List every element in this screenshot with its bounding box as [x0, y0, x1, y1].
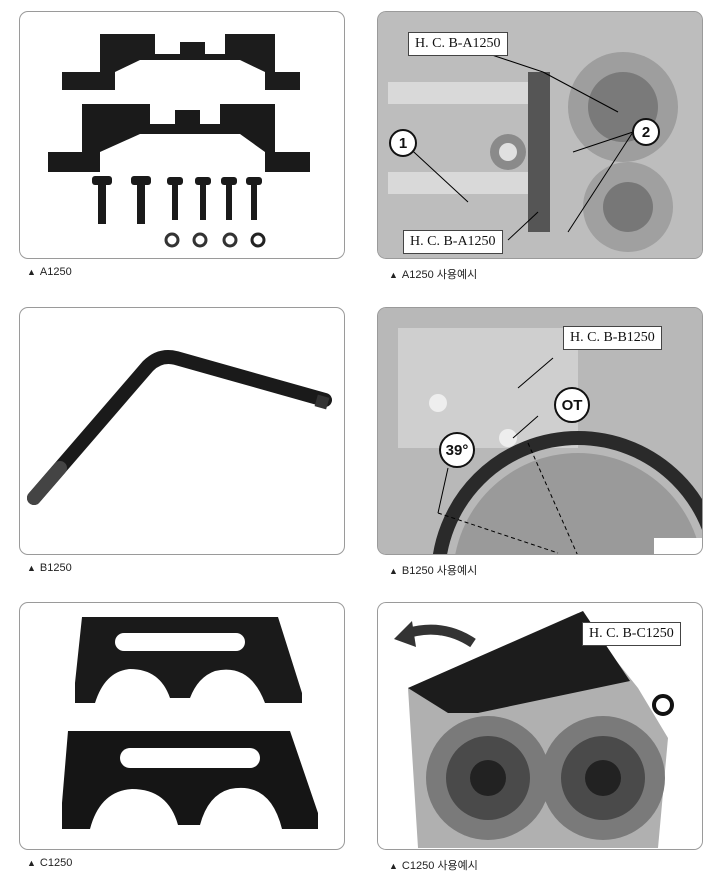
caption-b1250-usage: ▲B1250 사용예시 [389, 565, 478, 577]
label-hcb-a1250-bottom: H. C. B-A1250 [403, 230, 503, 254]
product-image-a1250 [19, 11, 345, 259]
caption-c1250-usage: ▲C1250 사용예시 [389, 860, 478, 872]
label-hcb-a1250-top: H. C. B-A1250 [408, 32, 508, 56]
marker-ot: OT [554, 387, 590, 423]
caption-c1250: ▲C1250 [27, 857, 73, 869]
usage-photo-a1250: H. C. B-A1250 H. C. B-A1250 1 2 [377, 11, 703, 259]
c1250-tool-illustration [62, 617, 318, 829]
caption-a1250-usage: ▲A1250 사용예시 [389, 269, 478, 281]
caption-b1250: ▲B1250 [27, 562, 72, 574]
product-image-b1250 [19, 307, 345, 555]
engine-flywheel-illustration [378, 308, 702, 554]
caption-a1250: ▲A1250 [27, 266, 72, 278]
marker-1: 1 [389, 129, 417, 157]
label-hcb-b1250: H. C. B-B1250 [563, 326, 662, 350]
marker-39-degree: 39° [439, 432, 475, 468]
usage-photo-b1250: H. C. B-B1250 OT 39° [377, 307, 703, 555]
b1250-tool-illustration [27, 350, 332, 505]
product-image-c1250 [19, 602, 345, 850]
a1250-tool-illustration [48, 34, 310, 248]
marker-2: 2 [632, 118, 660, 146]
label-hcb-c1250: H. C. B-C1250 [582, 622, 681, 646]
usage-photo-c1250: H. C. B-C1250 [377, 602, 703, 850]
